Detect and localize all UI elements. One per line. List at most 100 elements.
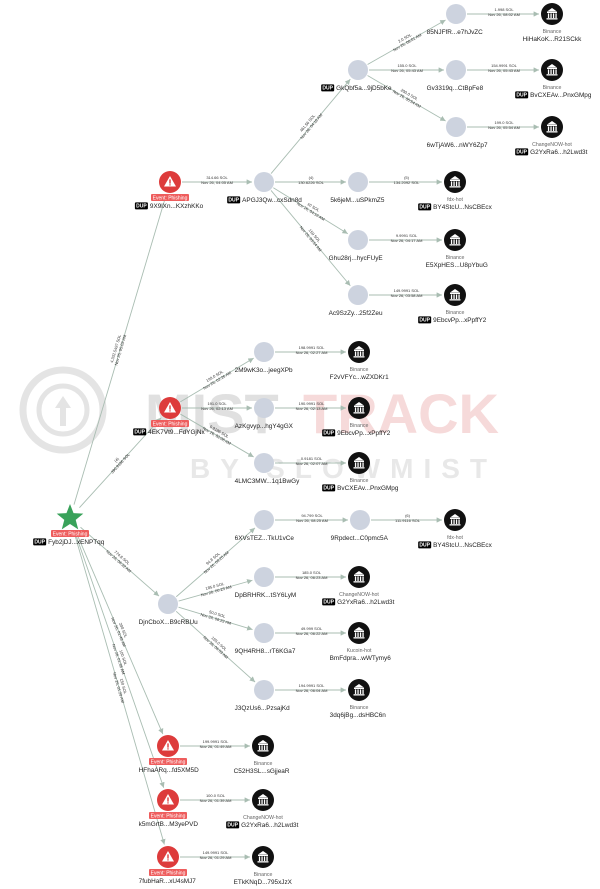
exchange-node-circle[interactable]	[444, 171, 466, 193]
node-wallet[interactable]: AzKgvyp...hgY4gGX	[235, 398, 294, 430]
wallet-node-circle[interactable]	[446, 4, 466, 24]
edge-line[interactable]	[175, 611, 256, 683]
node-wallet[interactable]: 6wTjAW6...nWY6Zp7	[427, 117, 488, 149]
wallet-node-circle[interactable]	[254, 680, 274, 700]
wallet-node-circle[interactable]	[446, 117, 466, 137]
node-wallet[interactable]: 85NJFfR...e7hJvZC	[427, 4, 483, 36]
wallet-node-circle[interactable]	[254, 567, 274, 587]
wallet-node-circle[interactable]	[446, 60, 466, 80]
exchange-node-circle[interactable]	[541, 3, 563, 25]
exchange-node-circle[interactable]	[444, 284, 466, 306]
exchange-node-circle[interactable]	[348, 679, 370, 701]
edge-line[interactable]	[367, 75, 446, 122]
edge[interactable]: (6)111.9116 SOL	[371, 513, 442, 523]
node-wallet[interactable]: Ghu28rj...hycFUyE	[329, 230, 383, 262]
node-wallet[interactable]: 9QH4RH8...rT6KGa7	[235, 623, 296, 655]
exchange-node-circle[interactable]	[252, 735, 274, 757]
wallet-node-circle[interactable]	[348, 285, 368, 305]
edge-line[interactable]	[80, 526, 160, 597]
node-wallet[interactable]: 2M9wK3o...jeegXPb	[235, 342, 293, 374]
wallet-node-circle[interactable]	[348, 172, 368, 192]
exchange-node-circle[interactable]	[541, 59, 563, 81]
exchange-node-circle[interactable]	[348, 341, 370, 363]
edge-line[interactable]	[175, 527, 256, 598]
edge[interactable]: (4)130.6226 SOL	[275, 175, 346, 185]
edge-line[interactable]	[73, 194, 168, 505]
wallet-node-circle[interactable]	[254, 398, 274, 418]
wallet-node-circle[interactable]	[348, 230, 368, 250]
wallet-node-circle[interactable]	[254, 172, 274, 192]
node-wallet[interactable]: DpBRHRK...tSY6LyM	[235, 567, 297, 599]
edge-line[interactable]	[367, 19, 446, 65]
edge-line[interactable]	[73, 531, 166, 845]
edge-line[interactable]	[79, 417, 162, 508]
wallet-node-circle[interactable]	[254, 453, 274, 473]
exchange-node-circle[interactable]	[348, 622, 370, 644]
edge-line[interactable]	[178, 579, 253, 602]
exchange-node-circle[interactable]	[252, 846, 274, 868]
edge-line[interactable]	[273, 187, 349, 235]
wallet-node-circle[interactable]	[350, 510, 370, 530]
node-wallet[interactable]: Gv3319q...CtBpFe8	[427, 60, 484, 92]
node-wallet[interactable]: DjnCboX...B9cRBUu	[139, 594, 198, 626]
edge-line[interactable]	[180, 413, 254, 458]
exchange-node-circle[interactable]	[444, 229, 466, 251]
edge[interactable]: (5)134.2092 SOL	[369, 175, 442, 185]
edge-line[interactable]	[178, 606, 253, 631]
node-wallet[interactable]: 5k6jeM...uSPkmZ5	[330, 172, 385, 204]
wallet-node-circle[interactable]	[348, 60, 368, 80]
exchange-node-circle[interactable]	[348, 452, 370, 474]
edge-line[interactable]	[74, 531, 165, 788]
wallet-node-circle[interactable]	[158, 594, 178, 614]
node-wallet[interactable]: Ac9SzZy...25f2Zeu	[329, 285, 383, 317]
exchange-node-circle[interactable]	[444, 509, 466, 531]
edge-line[interactable]	[180, 357, 254, 403]
edge-line[interactable]	[270, 78, 351, 174]
